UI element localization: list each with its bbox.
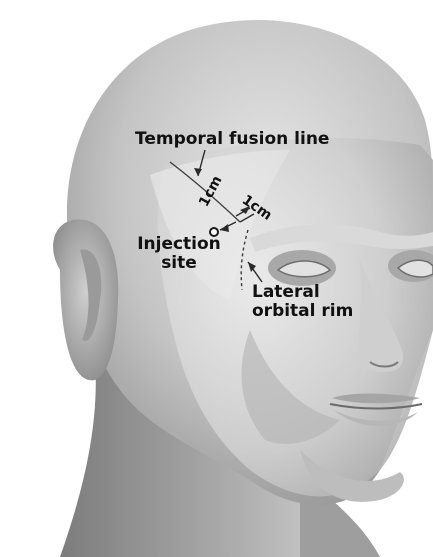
lateral-orbital-rim-label-line2: orbital rim xyxy=(252,302,353,321)
injection-site-label-line2: site xyxy=(132,254,226,273)
injection-site-label: Injection site xyxy=(132,235,226,273)
injection-site-label-line1: Injection xyxy=(132,235,226,254)
temporal-fusion-line-label: Temporal fusion line xyxy=(135,130,329,149)
lateral-orbital-rim-label-line1: Lateral xyxy=(252,283,353,302)
ear xyxy=(53,219,118,380)
lateral-orbital-rim-label: Lateral orbital rim xyxy=(252,283,353,321)
